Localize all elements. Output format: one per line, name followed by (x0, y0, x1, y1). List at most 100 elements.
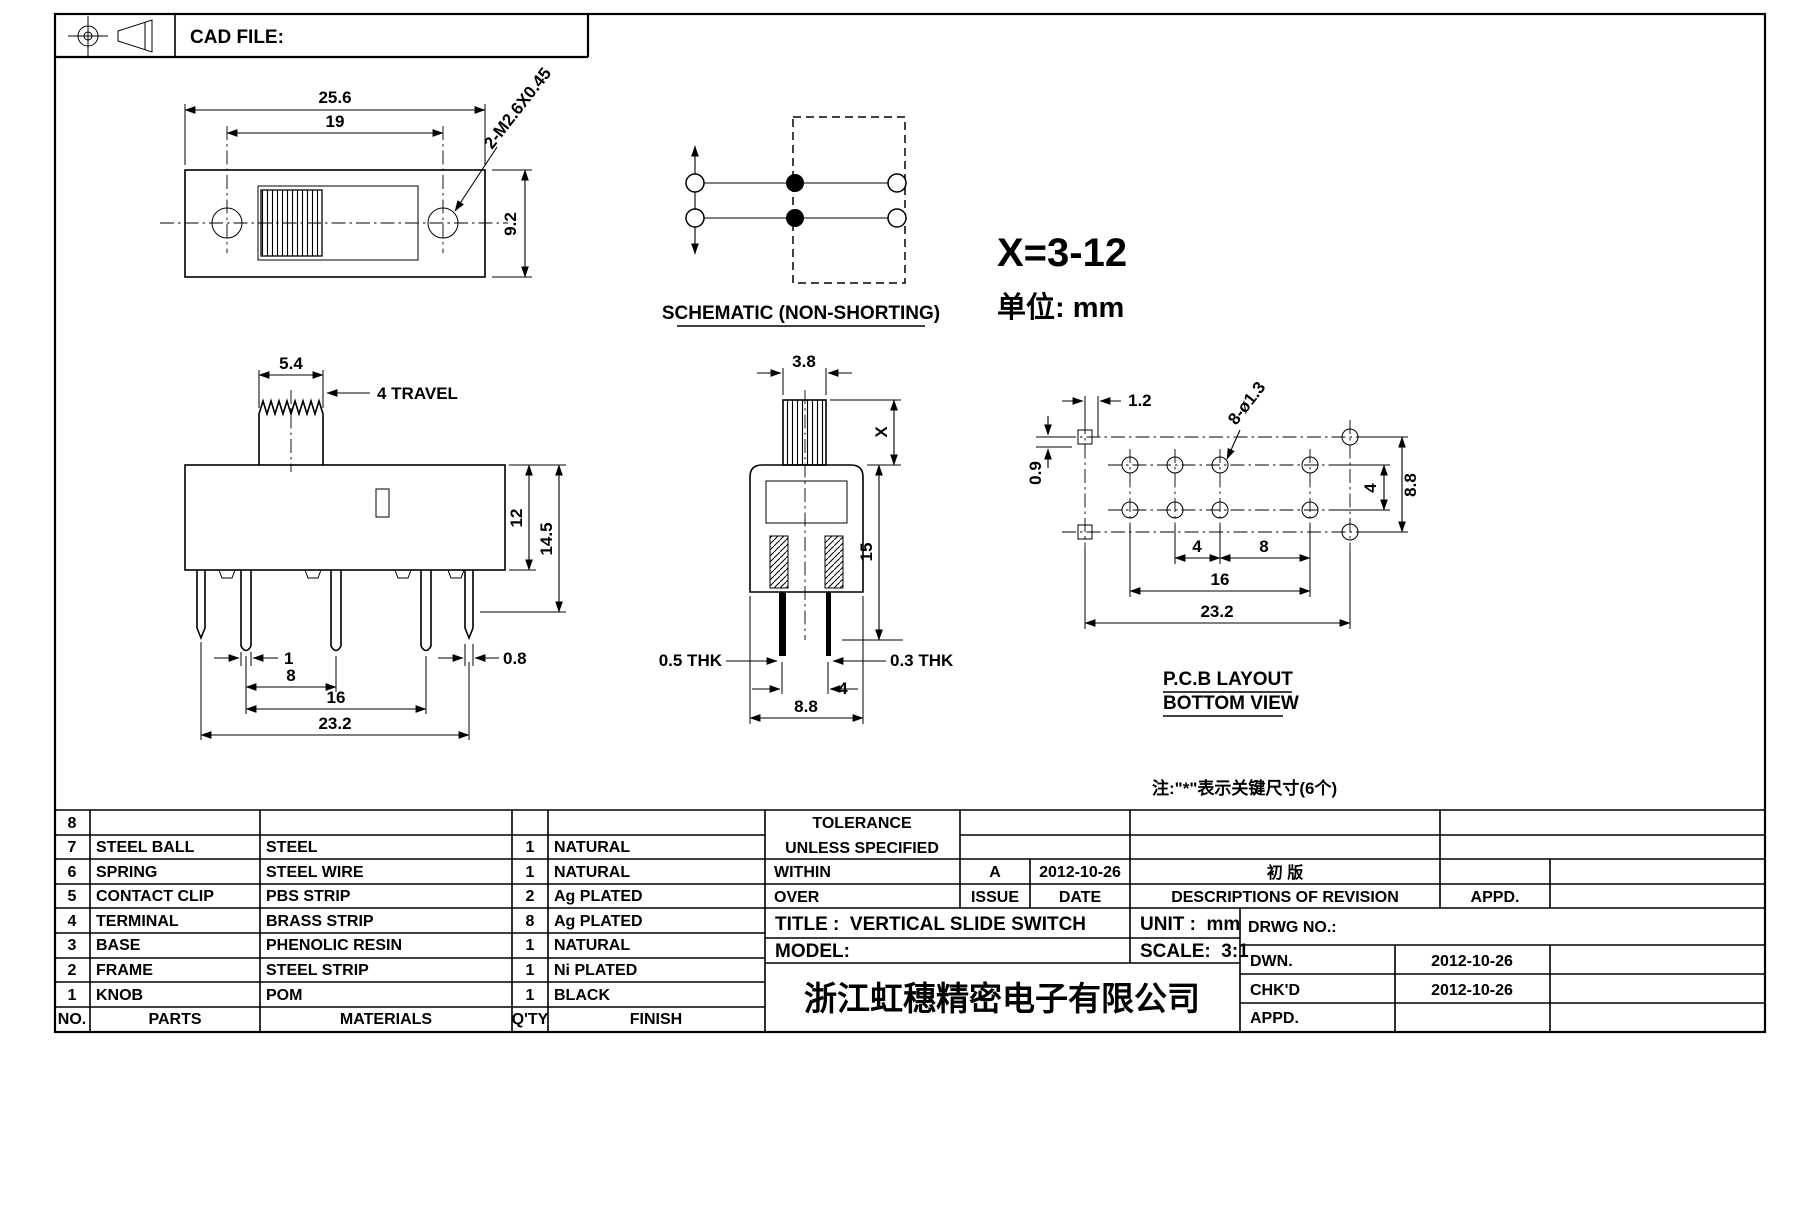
thread-callout: 2-M2.6X0.45 (480, 64, 555, 152)
parts-row4-part: TERMINAL (96, 913, 179, 930)
schematic-terminal (887, 208, 907, 228)
parts-row4-finish: Ag PLATED (554, 913, 643, 930)
scale-label: SCALE: 3:1 (1140, 941, 1249, 962)
parts-header-part: PARTS (148, 1011, 201, 1028)
terminal-pin (240, 570, 252, 652)
parts-row1-no: 7 (68, 839, 77, 856)
issue-header: ISSUE (971, 889, 1019, 906)
dim-side-height: 15 (857, 543, 876, 562)
parts-row4-no: 4 (68, 913, 77, 930)
terminal-pin (330, 570, 342, 652)
company-name: 浙江虹穗精密电子有限公司 (804, 980, 1200, 1018)
schematic-label: SCHEMATIC (NON-SHORTING) (662, 303, 940, 324)
bottom-view-label: BOTTOM VIEW (1163, 693, 1299, 714)
parts-row2-finish: NATURAL (554, 864, 630, 881)
pcb-layout-label: P.C.B LAYOUT (1163, 669, 1293, 690)
parts-row2-part: SPRING (96, 864, 157, 881)
date-header: DATE (1059, 889, 1102, 906)
parts-row7-no: 1 (68, 987, 77, 1004)
contact-clip (769, 535, 789, 589)
pcb-mounting-hole (1341, 428, 1359, 446)
tolerance-label: TOLERANCE (812, 815, 912, 832)
contact-clip (824, 535, 844, 589)
parts-row7-material: POM (266, 987, 302, 1004)
pcb-hole-callout: 8-ø1.3 (1224, 378, 1269, 428)
parts-row6-no: 2 (68, 962, 77, 979)
unless-specified-label: UNLESS SPECIFIED (785, 840, 939, 857)
parts-table: 8 7 STEEL BALL STEEL 1 NATURAL 6 SPRING … (58, 815, 682, 1028)
front-view: 5.4 4 TRAVEL 12 14.5 1 8 16 23.2 0.8 (184, 354, 566, 740)
unit-note: 单位: mm (997, 290, 1124, 324)
parts-row1-finish: NATURAL (554, 839, 630, 856)
parts-header-material: MATERIALS (340, 1011, 432, 1028)
dim-pcb-row-span: 8.8 (1401, 473, 1420, 497)
pcb-terminal-hole (1166, 501, 1184, 519)
dim-side-knob-depth: 3.8 (792, 352, 816, 371)
terminal-pin-side (826, 592, 831, 656)
parts-row0-no: 8 (68, 815, 77, 832)
schematic-common-terminal (786, 209, 804, 227)
schematic-terminal (887, 173, 907, 193)
parts-row2-qty: 1 (526, 864, 535, 881)
mounting-tab-left (196, 570, 206, 641)
parts-row7-part: KNOB (96, 987, 143, 1004)
over-label: OVER (774, 889, 820, 906)
parts-row5-part: BASE (96, 937, 141, 954)
chkd-date: 2012-10-26 (1431, 982, 1513, 999)
parts-row1-part: STEEL BALL (96, 839, 195, 856)
pcb-terminal-hole (1166, 456, 1184, 474)
pcb-terminal-hole (1301, 501, 1319, 519)
dim-pcb-pitch-a: 4 (1192, 537, 1202, 556)
table-grid (55, 809, 1765, 1032)
dim-pcb-offset-y: 0.9 (1026, 461, 1045, 485)
pcb-mounting-hole (1341, 523, 1359, 541)
knob-front (258, 398, 324, 465)
parts-row2-no: 6 (68, 864, 77, 881)
dim-front-pin-span: 16 (327, 688, 346, 707)
dim-front-travel: 4 TRAVEL (377, 384, 458, 403)
sheet-frame (53, 12, 1767, 1034)
within-label: WITHIN (774, 864, 831, 881)
terminal-pin (420, 570, 432, 652)
pcb-terminal-hole (1301, 456, 1319, 474)
side-view: 3.8 X 15 0.5 THK 0.3 THK 4 8.8 (659, 352, 954, 724)
descriptions-header: DESCRIPTIONS OF REVISION (1171, 889, 1399, 906)
parts-header-qty: Q'TY (512, 1011, 549, 1028)
parts-row6-finish: Ni PLATED (554, 962, 637, 979)
dim-front-knob-width: 5.4 (279, 354, 303, 373)
terminal-pin-side (779, 592, 786, 656)
parts-row6-qty: 1 (526, 962, 535, 979)
parts-row3-finish: Ag PLATED (554, 888, 643, 905)
dim-top-hole-spacing: 19 (326, 112, 345, 131)
unit-label: UNIT : mm (1140, 914, 1240, 935)
pcb-square-pad (1077, 524, 1093, 540)
drawing-title: TITLE : VERTICAL SLIDE SWITCH (775, 914, 1086, 935)
title-block: TOLERANCE UNLESS SPECIFIED WITHIN OVER A… (774, 815, 1519, 1027)
pcb-terminal-hole (1121, 456, 1139, 474)
schematic-terminal (685, 173, 705, 193)
schematic-terminal (685, 208, 705, 228)
pcb-terminal-hole (1121, 501, 1139, 519)
dim-pcb-pitch-b: 8 (1259, 537, 1268, 556)
parts-row3-no: 5 (68, 888, 77, 905)
pcb-terminal-hole (1211, 456, 1229, 474)
dim-front-body-width: 23.2 (318, 714, 351, 733)
appd-label: APPD. (1250, 1010, 1299, 1027)
dwn-date: 2012-10-26 (1431, 953, 1513, 970)
thk-right-label: 0.3 THK (890, 651, 954, 670)
parts-row5-no: 3 (68, 937, 77, 954)
parts-row3-qty: 2 (526, 888, 535, 905)
revision-description: 初 版 (1267, 863, 1303, 882)
dim-front-tab-width: 0.8 (503, 649, 527, 668)
dim-pcb-width: 23.2 (1200, 602, 1233, 621)
schematic-view: SCHEMATIC (NON-SHORTING) (662, 116, 940, 327)
parts-row7-qty: 1 (526, 987, 535, 1004)
parts-row5-qty: 1 (526, 937, 535, 954)
cone-symbol-icon (117, 19, 153, 53)
dim-top-height: 9.2 (501, 212, 520, 236)
chkd-label: CHK'D (1250, 982, 1300, 999)
dim-side-row-pitch: 4 (838, 679, 848, 698)
dwn-label: DWN. (1250, 953, 1293, 970)
parts-header-no: NO. (58, 1011, 86, 1028)
